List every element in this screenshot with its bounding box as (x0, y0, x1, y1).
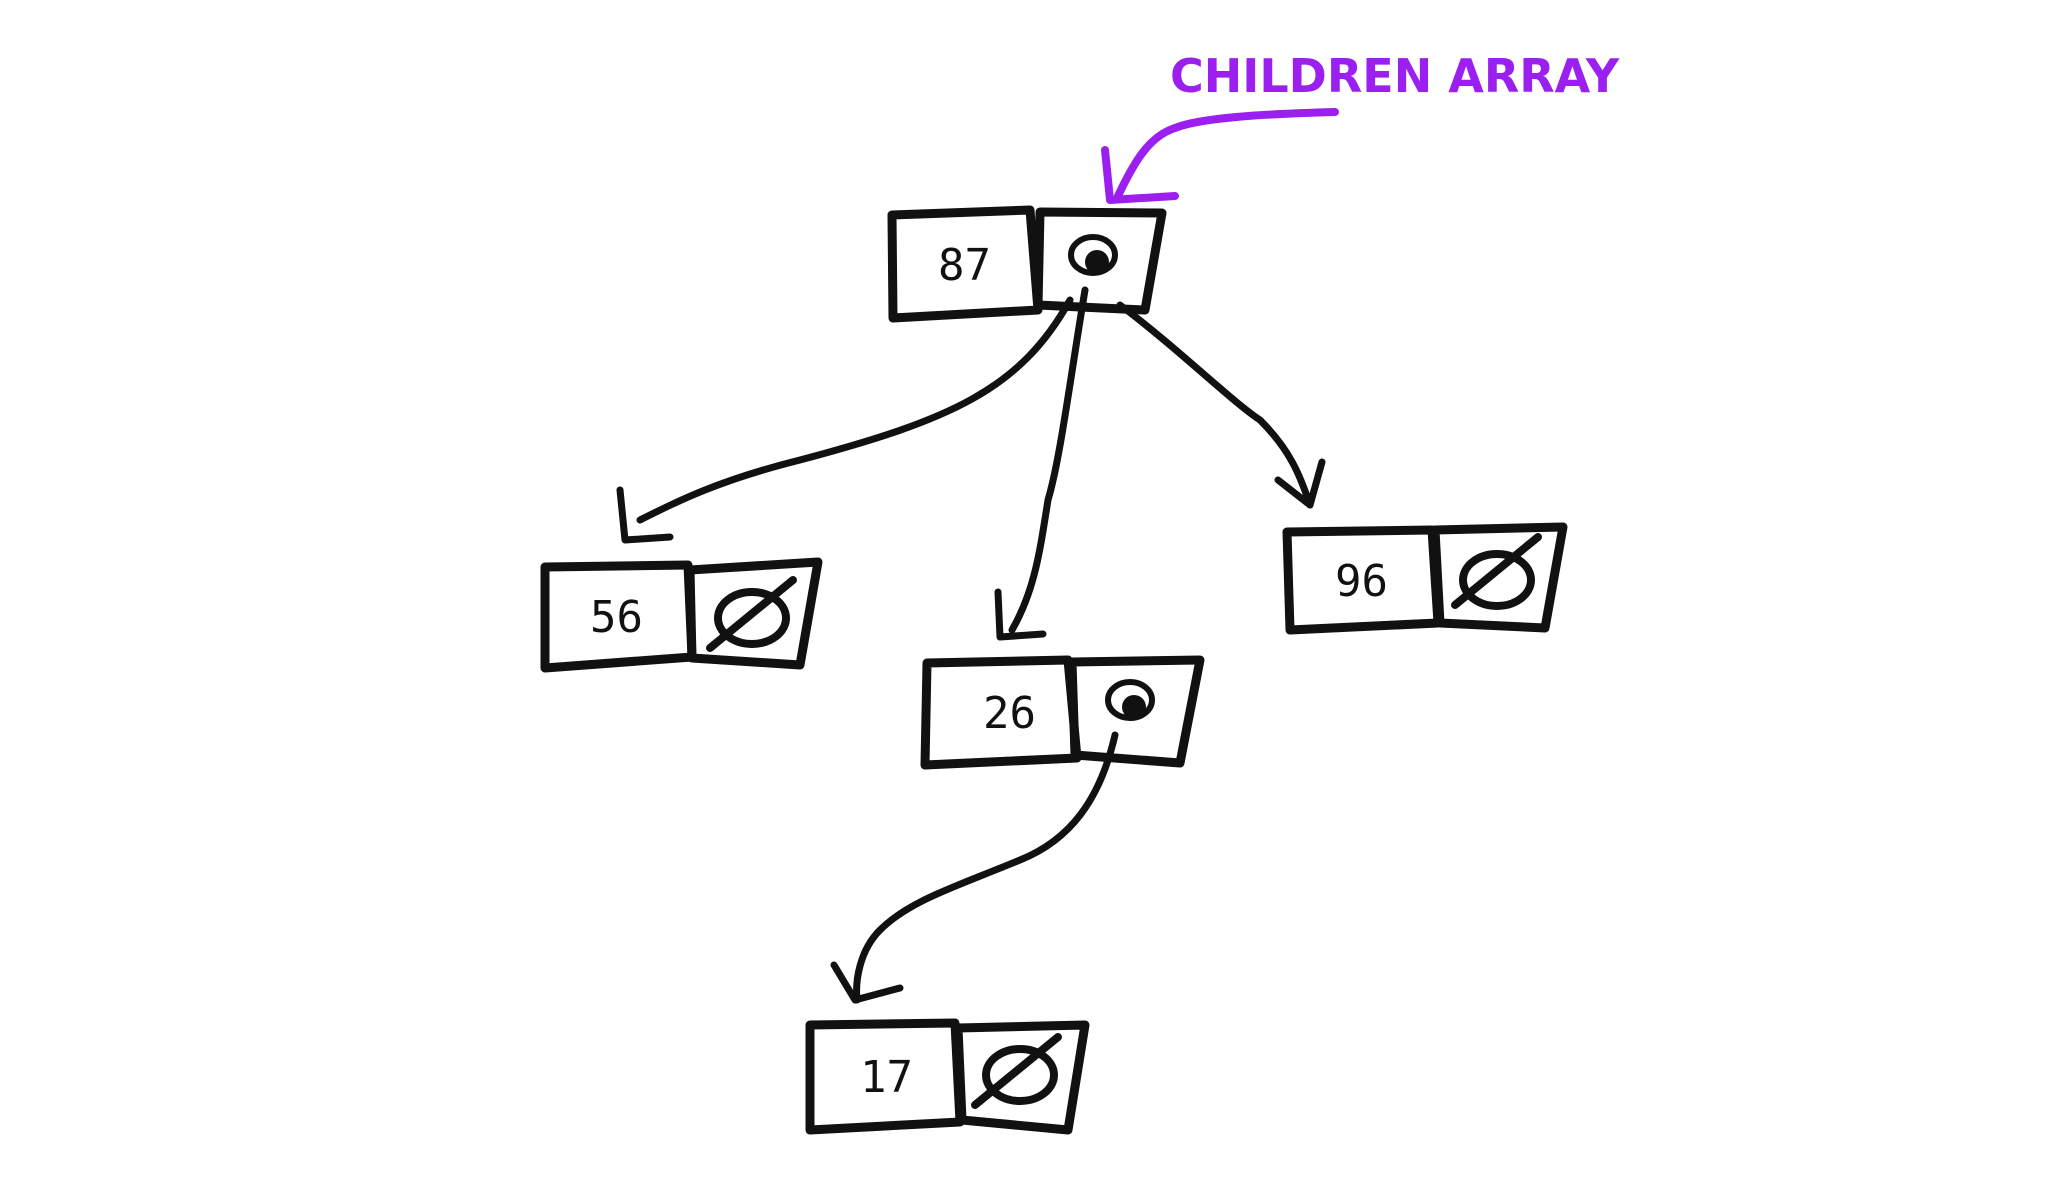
edge-26-to-17 (830, 731, 1119, 1004)
null-pointer-icon (971, 1033, 1062, 1109)
tree-node-26: 26 (920, 655, 1205, 770)
edge-87-to-56 (616, 296, 1074, 544)
annotation-arrowhead (1101, 146, 1179, 204)
annotation-arrow (1114, 108, 1339, 200)
node-pointer-box (953, 1020, 1090, 1135)
tree-node-96: 96 (1282, 522, 1568, 635)
edge-87-to-26 (994, 286, 1089, 641)
node-pointer-box (1430, 522, 1568, 633)
tree-node-87: 87 (887, 205, 1167, 323)
children-array-annotation: CHILDREN ARRAY (1101, 49, 1620, 204)
children-pointer-icon (1105, 679, 1155, 721)
tree-node-17: 17 (805, 1018, 1090, 1135)
node-pointer-box (1067, 655, 1205, 768)
children-pointer-icon (1068, 234, 1118, 276)
null-pointer-icon (706, 576, 797, 652)
edges (616, 286, 1326, 1004)
node-value: 56 (590, 592, 643, 643)
node-value: 17 (860, 1052, 913, 1103)
node-value: 87 (938, 240, 991, 291)
null-pointer-icon (1451, 533, 1542, 610)
node-pointer-box (1033, 207, 1167, 315)
annotation-label: CHILDREN ARRAY (1170, 49, 1620, 103)
node-value: 96 (1335, 556, 1388, 607)
edge-87-to-96 (1116, 301, 1326, 509)
node-value: 26 (983, 688, 1036, 739)
node-value-box (887, 205, 1043, 323)
node-pointer-box (685, 557, 823, 670)
tree-node-56: 56 (540, 557, 823, 673)
